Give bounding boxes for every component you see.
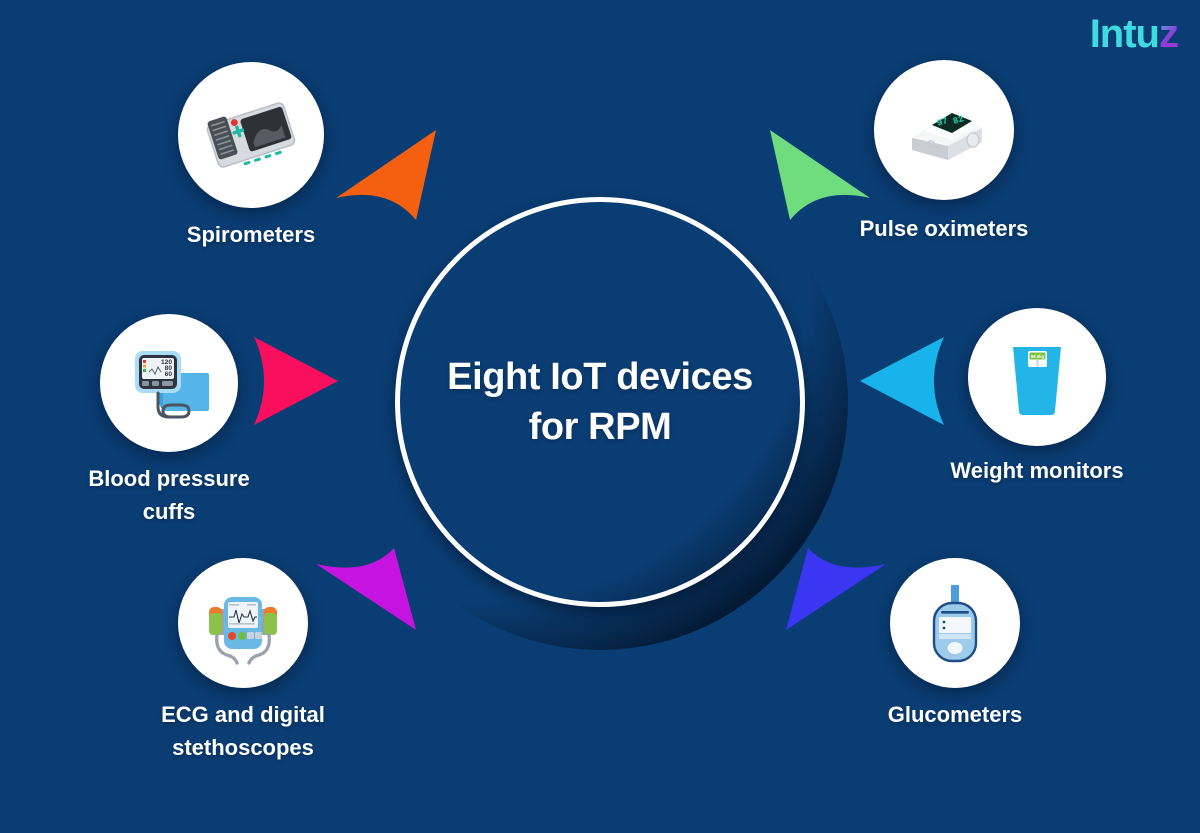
weight-monitor-bubble: 68.5kg [968,308,1106,446]
svg-text:80: 80 [165,365,173,372]
ecg-bubble [178,558,308,688]
weight-scale-icon: 68.5kg [1013,347,1061,415]
glucometer-bubble [890,558,1020,688]
arrow-spirometers [330,124,440,220]
pulse-oximeter-bubble: 97 82 [874,60,1014,200]
label-blood-pressure-cuffs: Blood pressure cuffs [88,466,250,524]
glucometer-icon [932,585,978,663]
label-weight-monitors: Weight monitors [950,458,1124,483]
center-content: Eight IoT devices for RPM [400,202,800,602]
arrow-ecg [310,546,420,642]
ecg-defibrillator-icon [209,597,277,665]
arrow-glucometers [782,546,892,642]
blood-pressure-cuff-icon: 120 80 60 [135,351,209,419]
spirometer-bubble [178,62,324,208]
logo-text-accent: z [1159,12,1179,56]
svg-text:97: 97 [936,116,949,129]
node-ecg-stethoscopes: ECG and digital stethoscopes [161,558,325,760]
svg-text:120: 120 [161,359,172,366]
node-glucometers: Glucometers [888,558,1022,727]
logo-text-main: Intu [1089,12,1160,56]
page-title: Eight IoT devices for RPM [447,355,753,448]
white-circle-outline [395,197,805,607]
node-spirometers: Spirometers [178,62,324,247]
svg-text:82: 82 [952,114,965,127]
center-ring: Eight IoT devices for RPM [338,140,862,664]
node-pulse-oximeters: 97 82 Pulse oximeters [860,60,1028,241]
arrow-blood-pressure [246,335,340,427]
pulse-oximeter-icon: 97 82 [912,110,982,160]
label-spirometers: Spirometers [186,222,316,247]
arrow-pulse-oximeters [766,124,876,220]
spirometer-icon [206,102,296,168]
label-pulse-oximeters: Pulse oximeters [859,216,1029,241]
node-blood-pressure-cuffs: 120 80 60 Blood pressure cuffs [88,314,250,524]
arrow-weight-monitors [858,335,952,427]
svg-text:68.5kg: 68.5kg [1031,354,1044,359]
svg-text:60: 60 [165,371,173,378]
intuz-logo: Intuz [1089,12,1179,56]
label-ecg-stethoscopes: ECG and digital stethoscopes [161,702,325,760]
node-weight-monitors: 68.5kg Weight monitors [950,308,1124,483]
blood-pressure-bubble: 120 80 60 [100,314,238,452]
label-glucometers: Glucometers [887,702,1023,727]
